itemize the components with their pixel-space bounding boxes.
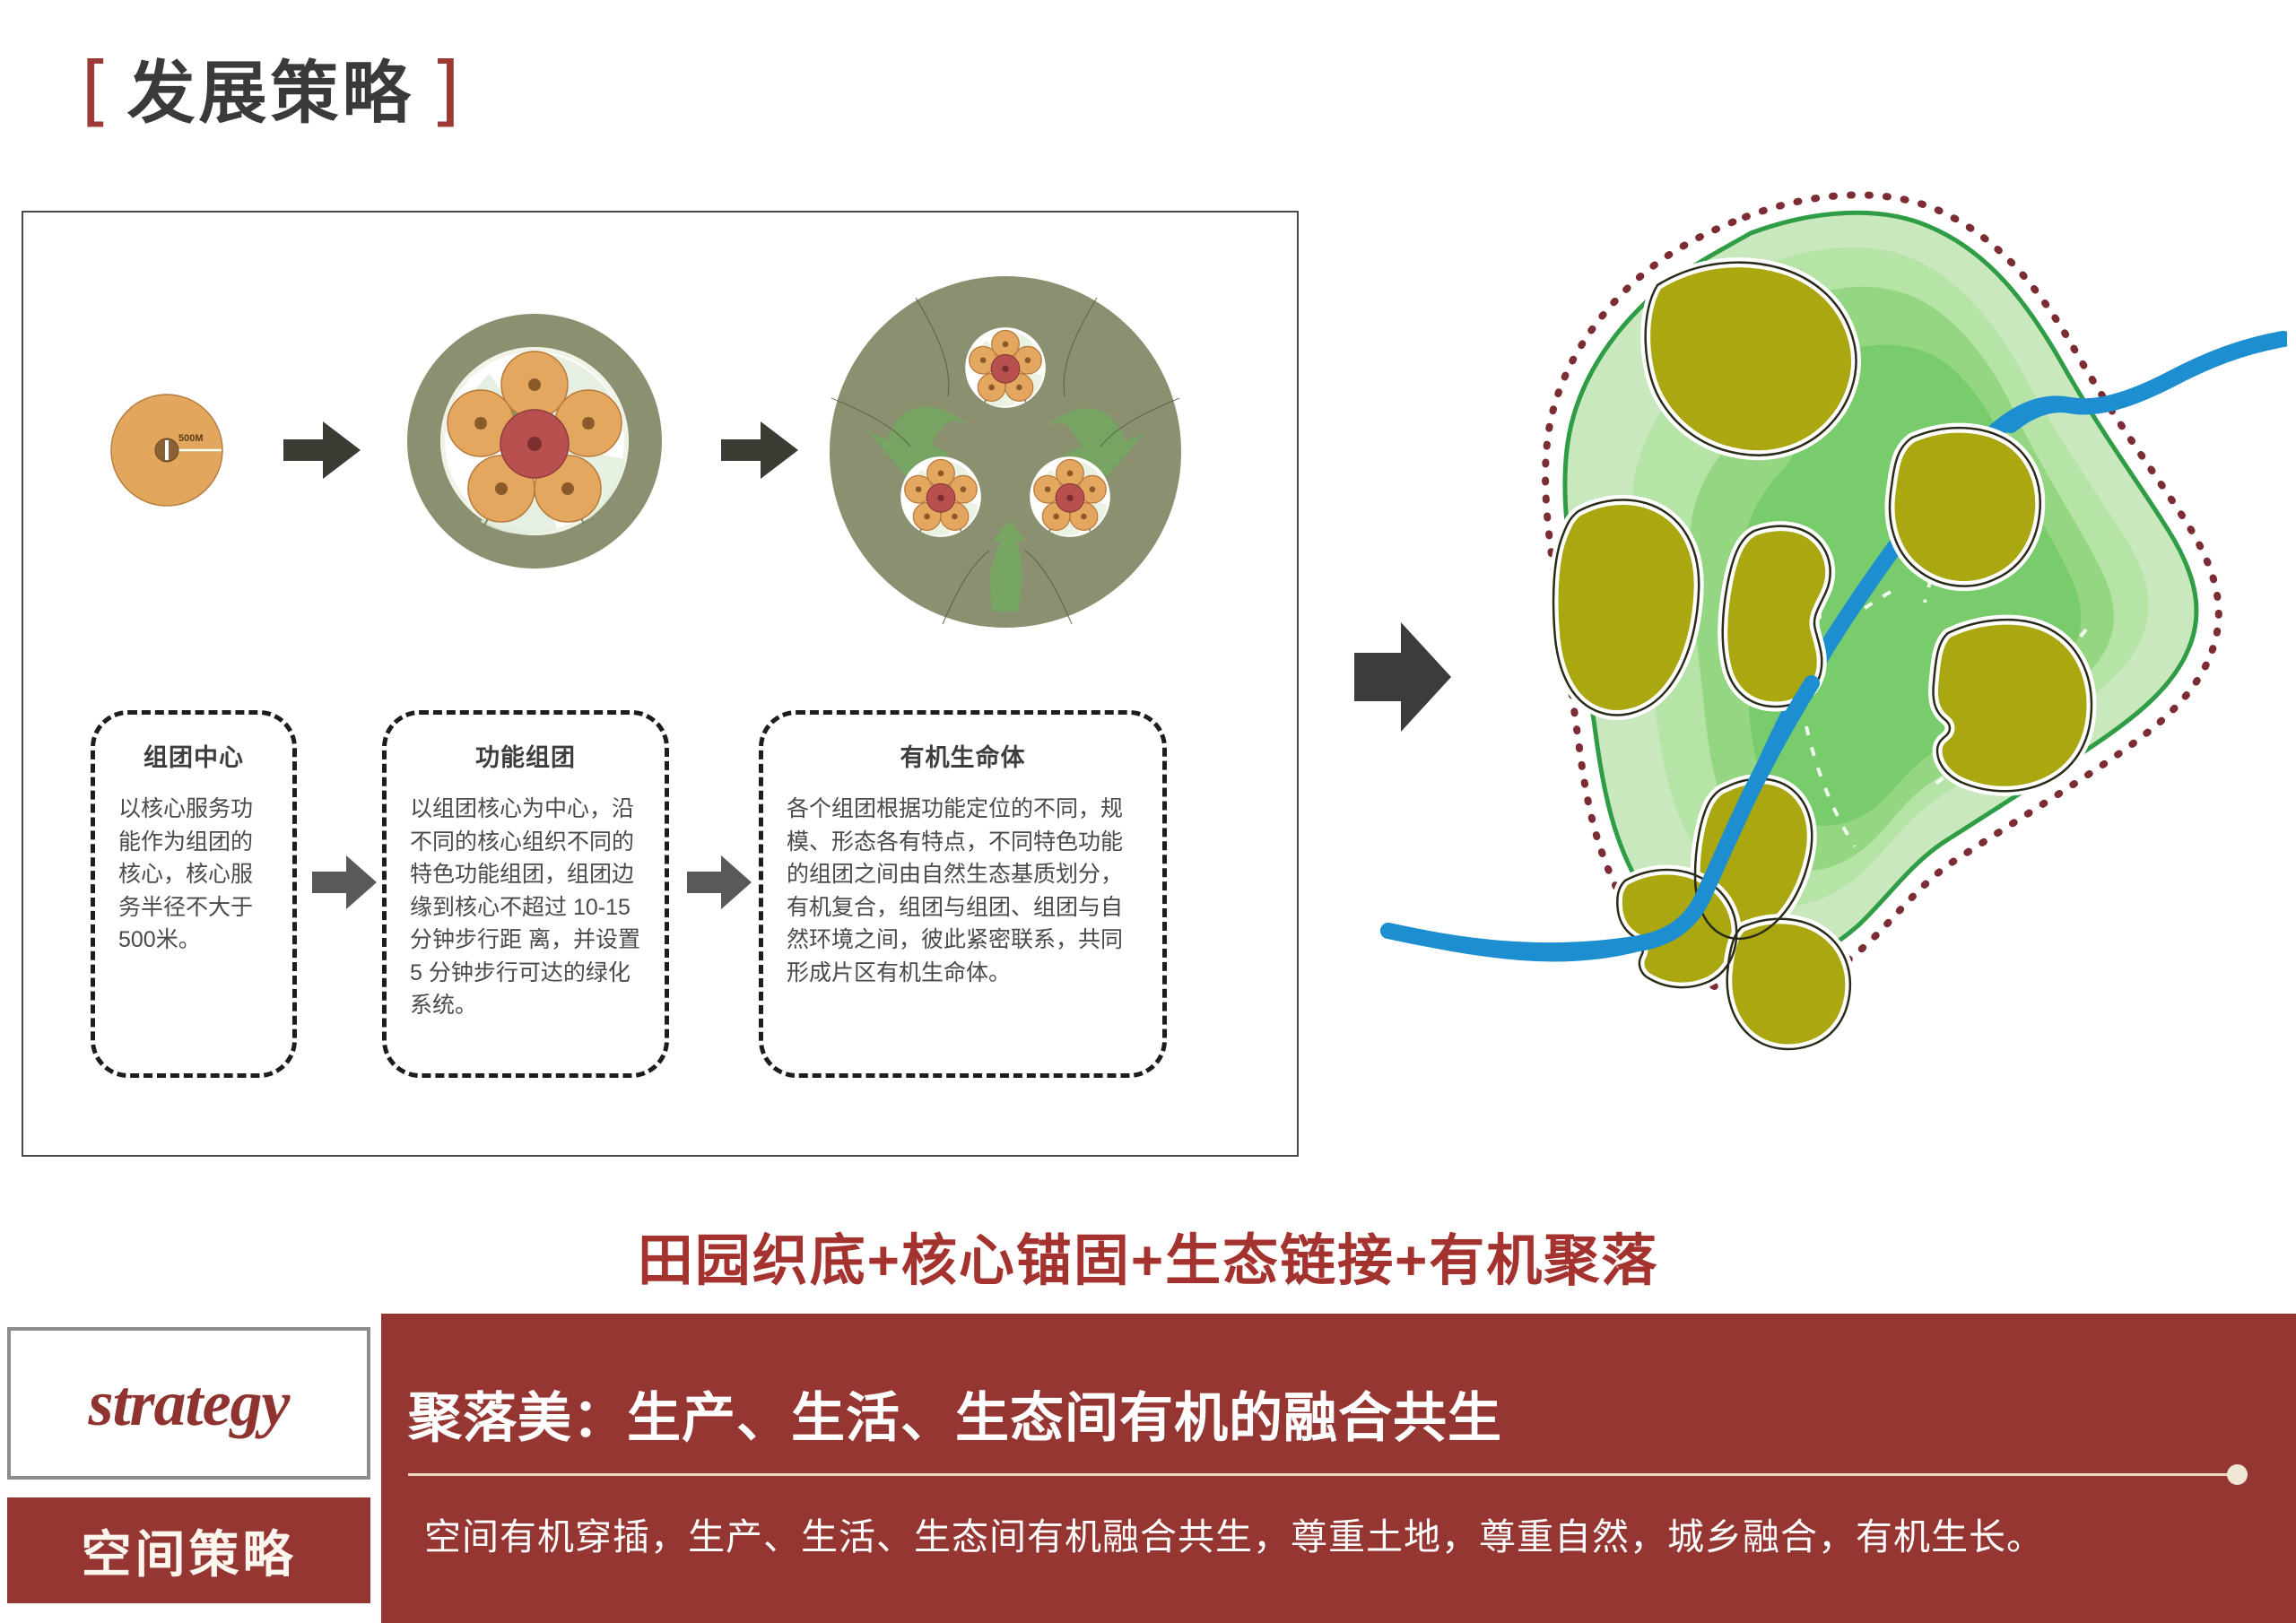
space-strategy-label: 空间策略 bbox=[81, 1525, 297, 1583]
evolution-step-3-multi-cluster bbox=[817, 262, 1194, 638]
transition-arrow-icon bbox=[1354, 622, 1451, 732]
bottom-bar: 聚落美：生产、生活、生态间有机的融合共生 空间有机穿插，生产、生活、生态间有机融… bbox=[0, 1314, 2296, 1623]
space-strategy-badge: 空间策略 bbox=[7, 1497, 370, 1603]
definition-body-1: 以核心服务功能作为组团的核心，核心服务半径不大于500米。 bbox=[118, 796, 254, 952]
definition-title-2: 功能组团 bbox=[475, 744, 576, 771]
banner-divider bbox=[408, 1473, 2238, 1476]
evolution-diagram: 500M bbox=[23, 221, 1300, 697]
banner-panel: 聚落美：生产、生活、生态间有机的融合共生 空间有机穿插，生产、生活、生态间有机融… bbox=[381, 1314, 2296, 1623]
banner-divider-dot-icon bbox=[2227, 1464, 2248, 1485]
radius-label: 500M bbox=[178, 433, 204, 444]
site-plan-map bbox=[1309, 170, 2292, 1157]
definition-box-2: 功能组团 以组团核心为中心，沿不同的核心组织不同的特色功能组团，组团边缘到核心不… bbox=[382, 710, 669, 1078]
evolution-step-2-cluster bbox=[404, 311, 665, 571]
flow-arrow-2-icon bbox=[721, 421, 798, 479]
definition-boxes: 组团中心 以核心服务功能作为组团的核心，核心服务半径不大于500米。 功能组团 … bbox=[23, 710, 1300, 1096]
cluster-circle-icon bbox=[407, 314, 662, 568]
definition-title-1: 组团中心 bbox=[144, 744, 244, 771]
tagline: 田园织底+核心锚固+生态链接+有机聚落 bbox=[637, 1230, 1659, 1292]
diagram-panel: 500M bbox=[22, 211, 1299, 1157]
page-title: 发展策略 bbox=[126, 56, 414, 132]
definition-box-3: 有机生命体 各个组团根据功能定位的不同，规模、形态各有特点，不同特色功能的组团之… bbox=[759, 710, 1167, 1078]
definition-box-1: 组团中心 以核心服务功能作为组团的核心，核心服务半径不大于500米。 bbox=[91, 710, 297, 1078]
site-plan-map-svg bbox=[1380, 191, 2292, 1055]
definition-body-2: 以组团核心为中心，沿不同的核心组织不同的特色功能组团，组团边缘到核心不超过 10… bbox=[410, 796, 640, 1018]
multi-cluster-circle-icon bbox=[830, 276, 1181, 628]
page-title-block: [ 发展策略 ] bbox=[81, 52, 460, 133]
strategy-badge: strategy bbox=[7, 1327, 370, 1480]
bracket-right-icon: ] bbox=[430, 46, 461, 135]
definition-arrow-2-icon bbox=[687, 855, 752, 909]
evolution-step-1-single-core: 500M bbox=[109, 392, 225, 508]
definition-title-3: 有机生命体 bbox=[900, 744, 1026, 771]
definition-arrow-1-icon bbox=[312, 855, 377, 909]
banner-subtext: 空间有机穿插，生产、生活、生态间有机融合共生，尊重土地，尊重自然，城乡融合，有机… bbox=[424, 1516, 2044, 1558]
single-core-circle-icon bbox=[110, 394, 223, 507]
strategy-label: strategy bbox=[88, 1367, 291, 1439]
bracket-left-icon: [ bbox=[81, 46, 111, 135]
banner-headline: 聚落美：生产、生活、生态间有机的融合共生 bbox=[408, 1388, 1502, 1448]
definition-body-3: 各个组团根据功能定位的不同，规模、形态各有特点，不同特色功能的组团之间由自然生态… bbox=[787, 796, 1124, 985]
flow-arrow-1-icon bbox=[283, 421, 361, 479]
